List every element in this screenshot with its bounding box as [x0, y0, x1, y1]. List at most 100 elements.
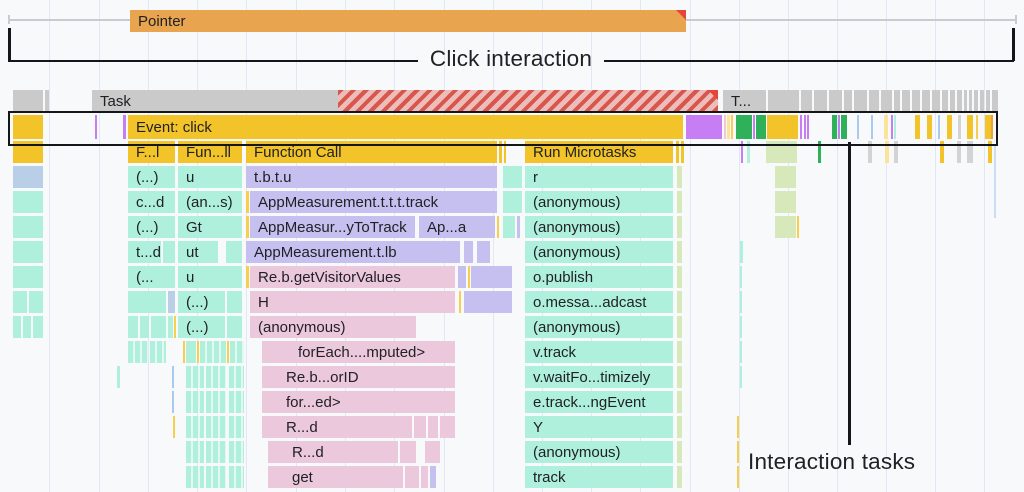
flame-fragment[interactable]: [206, 366, 226, 388]
flame-fragment[interactable]: [13, 216, 43, 238]
flame-fragment[interactable]: [13, 141, 43, 163]
flame-fragment[interactable]: [854, 90, 867, 112]
flame-fragment[interactable]: [123, 115, 126, 139]
flame-fragment[interactable]: [740, 341, 742, 363]
flame-fragment[interactable]: [686, 115, 722, 139]
flame-block-event-click[interactable]: Event: click: [128, 115, 683, 139]
flame-fragment[interactable]: [881, 90, 892, 112]
flame-block--[interactable]: (...): [178, 316, 225, 338]
flame-block-appmeasurement-t-lb[interactable]: AppMeasurement.t.lb: [246, 241, 460, 263]
flame-fragment[interactable]: [800, 115, 802, 139]
flame-fragment[interactable]: [400, 441, 416, 463]
flame-fragment[interactable]: [756, 115, 766, 139]
flame-fragment[interactable]: [740, 316, 742, 338]
flame-block-t-[interactable]: T...: [723, 90, 766, 112]
flame-block-y[interactable]: Y: [525, 416, 673, 438]
flame-fragment[interactable]: [13, 291, 27, 313]
flame-fragment[interactable]: [517, 216, 520, 238]
flame-fragment[interactable]: [173, 416, 175, 438]
flame-fragment[interactable]: [988, 141, 992, 163]
flame-fragment[interactable]: [753, 115, 755, 139]
flame-fragment[interactable]: [128, 341, 148, 363]
flame-block-re-b-getvisitorvalues[interactable]: Re.b.getVisitorValues: [250, 266, 455, 288]
flame-fragment[interactable]: [940, 141, 944, 163]
flame-fragment[interactable]: [95, 115, 97, 139]
flame-fragment[interactable]: [497, 216, 499, 238]
flame-fragment[interactable]: [677, 316, 682, 338]
flame-block-t-d[interactable]: t...d: [128, 241, 161, 263]
flame-fragment[interactable]: [246, 191, 249, 213]
flame-fragment[interactable]: [677, 241, 682, 263]
flame-fragment[interactable]: [894, 115, 896, 139]
flame-fragment[interactable]: [229, 416, 244, 438]
flame-fragment[interactable]: [922, 90, 930, 112]
flame-fragment[interactable]: [459, 291, 461, 313]
flame-fragment[interactable]: [740, 291, 742, 313]
flame-fragment[interactable]: [775, 166, 796, 188]
flame-fragment[interactable]: [421, 466, 428, 488]
flame-fragment[interactable]: [807, 115, 809, 139]
flame-fragment[interactable]: [775, 216, 796, 238]
flame-fragment[interactable]: [964, 90, 967, 112]
flame-block-run-microtasks[interactable]: Run Microtasks: [525, 141, 673, 163]
flame-fragment[interactable]: [957, 141, 961, 163]
flame-fragment[interactable]: [246, 266, 249, 288]
flame-block-o-publish[interactable]: o.publish: [525, 266, 673, 288]
flame-fragment[interactable]: [871, 115, 873, 139]
flame-fragment[interactable]: [503, 216, 515, 238]
flame-fragment[interactable]: [471, 266, 512, 288]
flame-fragment[interactable]: [844, 90, 852, 112]
flame-fragment[interactable]: [405, 466, 419, 488]
flame-fragment[interactable]: [186, 416, 204, 438]
flame-block-ap-a[interactable]: Ap...a: [419, 216, 495, 238]
flame-block--anonymous-[interactable]: (anonymous): [525, 441, 673, 463]
flame-fragment[interactable]: [499, 141, 502, 163]
flame-block-function-call[interactable]: Function Call: [246, 141, 497, 163]
flame-fragment[interactable]: [464, 241, 473, 263]
flame-fragment[interactable]: [868, 141, 872, 163]
flame-fragment[interactable]: [186, 366, 204, 388]
flame-fragment[interactable]: [186, 341, 196, 363]
flame-fragment[interactable]: [229, 391, 244, 413]
flame-block-task[interactable]: Task: [92, 90, 718, 112]
flame-fragment[interactable]: [677, 391, 682, 413]
flame-fragment[interactable]: [440, 416, 455, 438]
flame-fragment[interactable]: [976, 115, 978, 139]
flame-block-u[interactable]: u: [178, 266, 242, 288]
flame-block-r-d[interactable]: R...d: [268, 441, 398, 463]
flame-block--anonymous-[interactable]: (anonymous): [525, 216, 673, 238]
flame-block-pointer[interactable]: Pointer: [130, 10, 686, 32]
flame-fragment[interactable]: [967, 141, 973, 163]
flame-fragment[interactable]: [150, 341, 166, 363]
flame-fragment[interactable]: [29, 291, 43, 313]
flame-fragment[interactable]: [747, 141, 750, 163]
flame-fragment[interactable]: [128, 291, 166, 313]
flame-fragment[interactable]: [13, 241, 43, 263]
flame-fragment[interactable]: [947, 115, 952, 139]
flame-fragment[interactable]: [677, 441, 682, 463]
flame-fragment[interactable]: [677, 291, 682, 313]
flame-block--anonymous-[interactable]: (anonymous): [525, 241, 673, 263]
flame-fragment[interactable]: [13, 316, 21, 338]
flame-fragment[interactable]: [677, 191, 682, 213]
flame-fragment[interactable]: [832, 115, 837, 139]
flame-fragment[interactable]: [206, 466, 226, 488]
flame-fragment[interactable]: [425, 441, 440, 463]
flame-fragment[interactable]: [186, 441, 204, 463]
flame-fragment[interactable]: [503, 166, 522, 188]
flame-fragment[interactable]: [869, 90, 879, 112]
flame-fragment[interactable]: [894, 141, 898, 163]
flame-block-r[interactable]: r: [525, 166, 673, 188]
flame-block-v-track[interactable]: v.track: [525, 341, 673, 363]
flame-fragment[interactable]: [736, 115, 752, 139]
flame-fragment[interactable]: [503, 191, 522, 213]
flame-block-gt[interactable]: Gt: [178, 216, 242, 238]
flame-fragment[interactable]: [677, 216, 682, 238]
flame-fragment[interactable]: [229, 441, 244, 463]
flame-block-track[interactable]: track: [525, 466, 673, 488]
flame-fragment[interactable]: [967, 115, 973, 139]
flame-fragment[interactable]: [804, 115, 806, 139]
flame-fragment[interactable]: [151, 316, 166, 338]
flame-fragment[interactable]: [428, 416, 438, 438]
flame-fragment[interactable]: [775, 191, 796, 213]
